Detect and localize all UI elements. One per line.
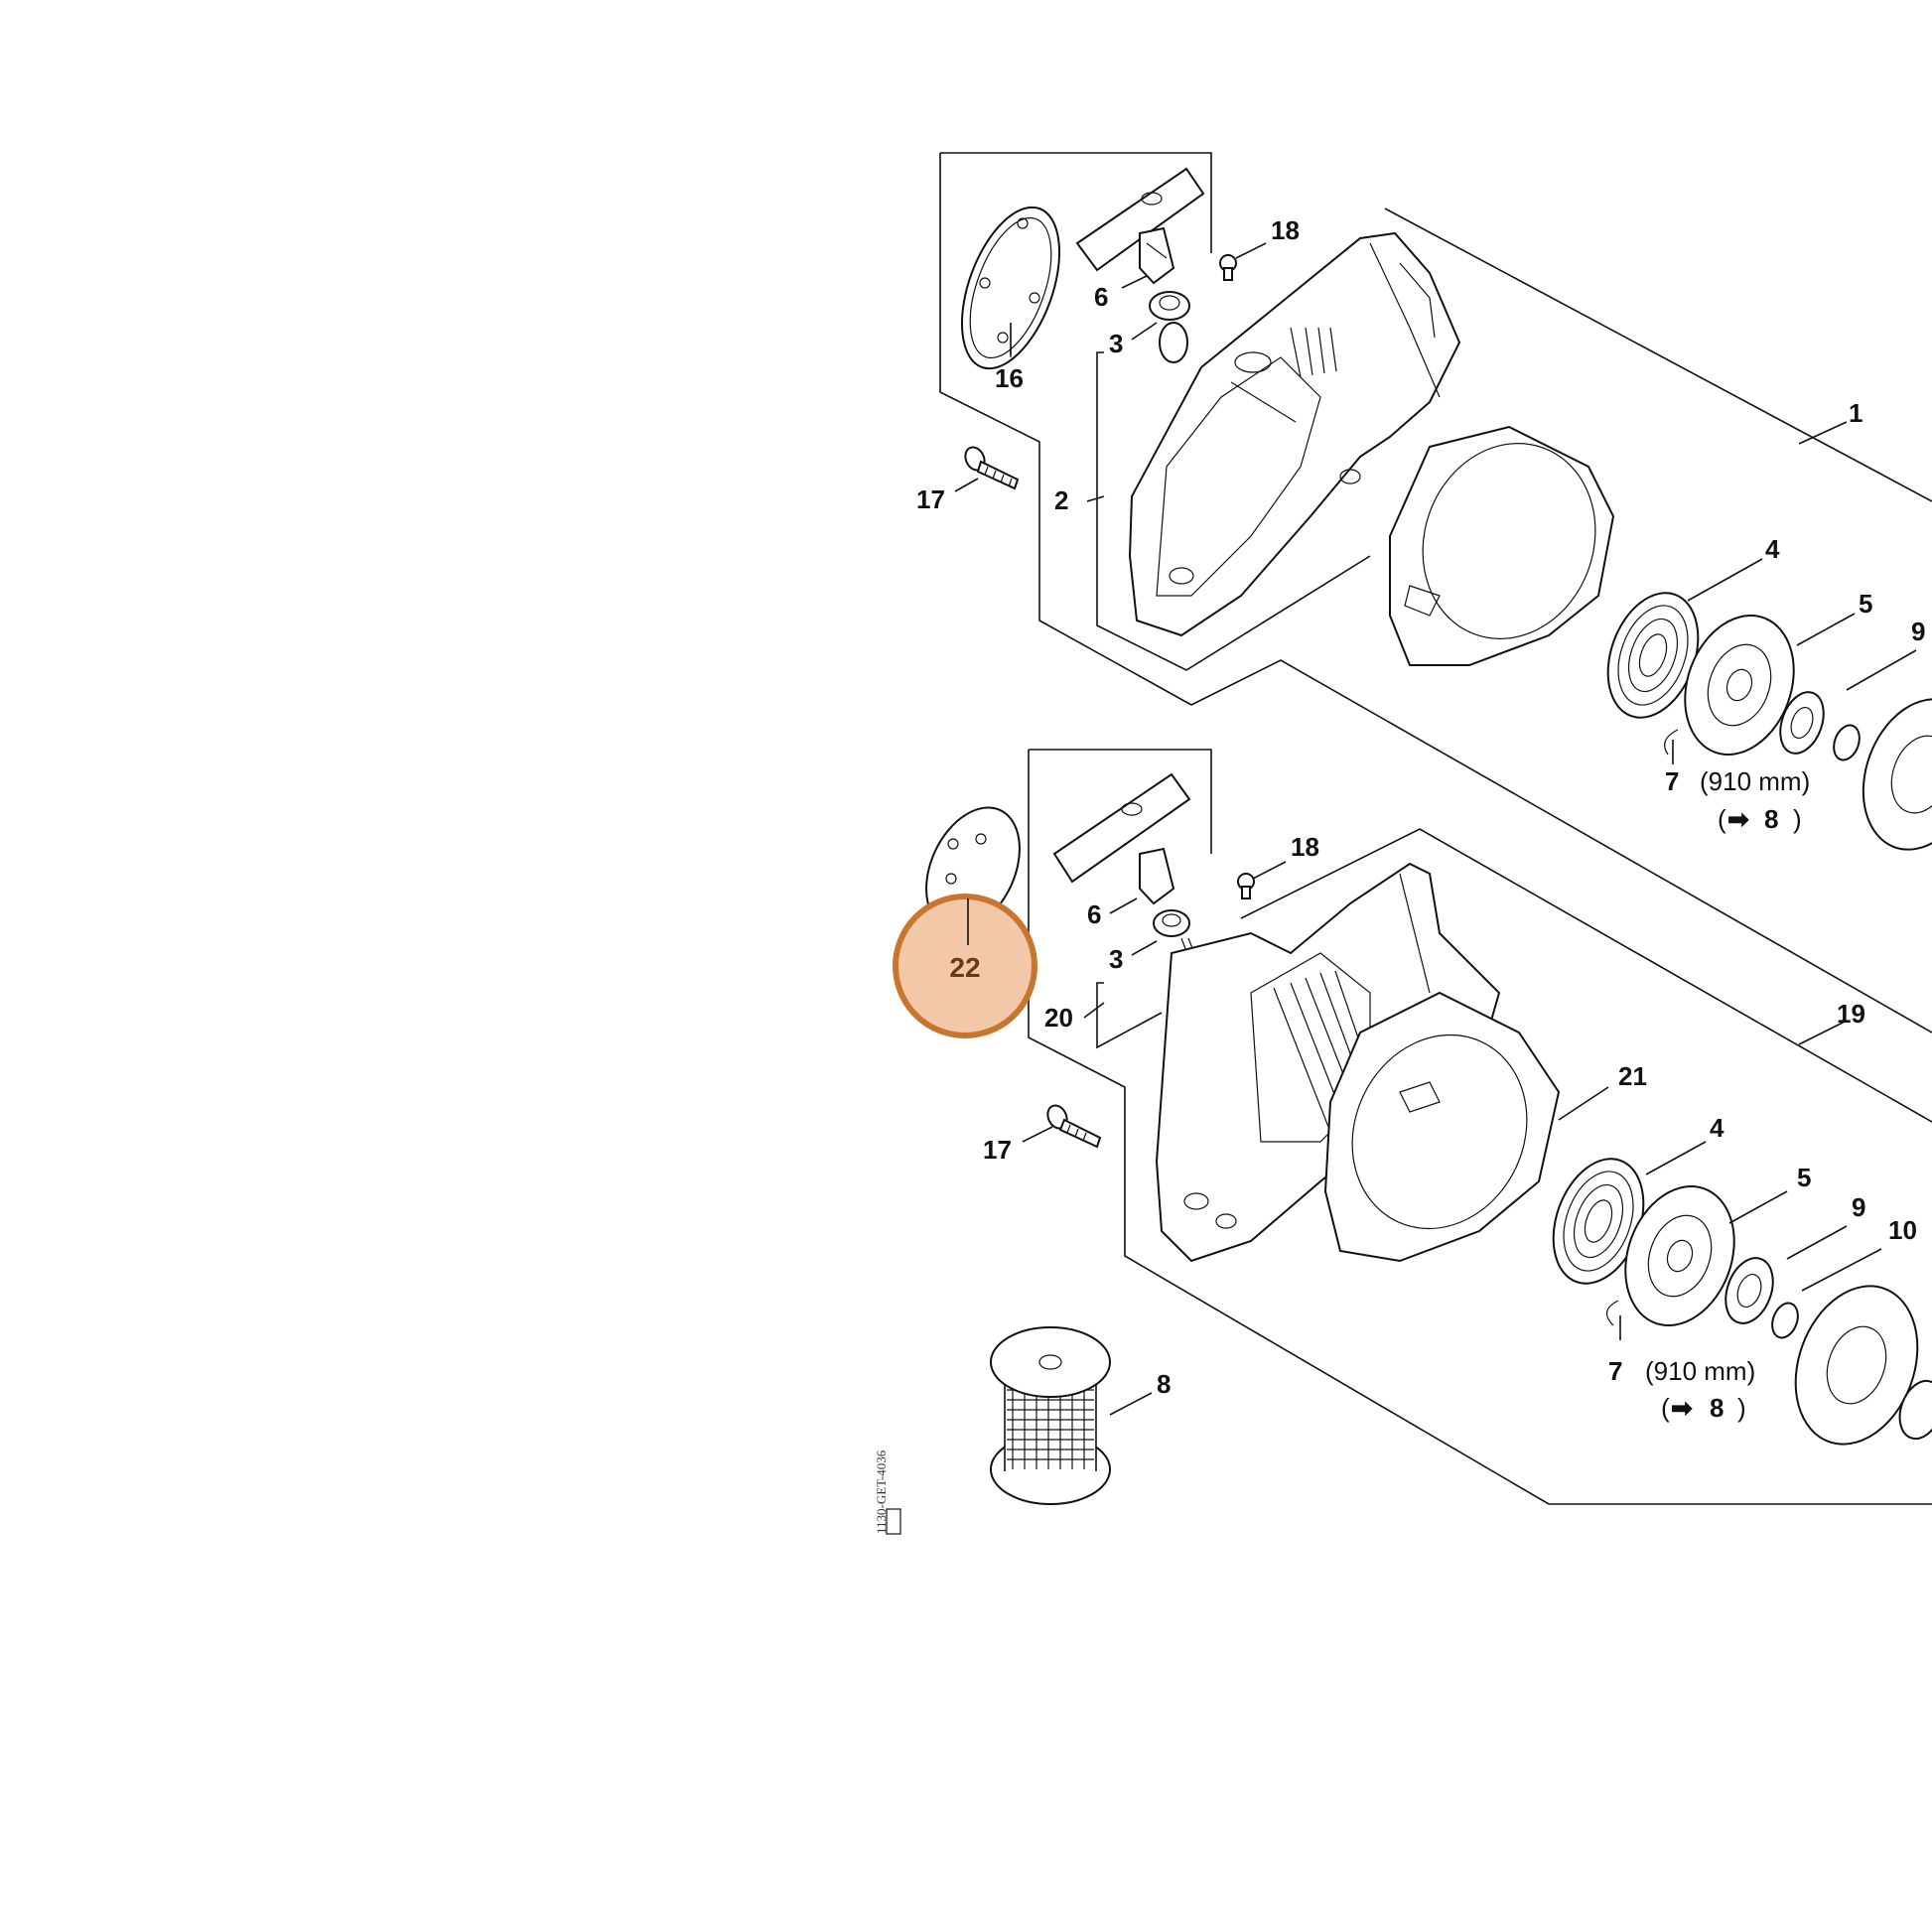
leader-5-upper xyxy=(1796,613,1856,646)
leader-6-lower xyxy=(1109,897,1138,914)
washer-part-10 xyxy=(1771,1302,1799,1339)
handle-part-6 xyxy=(1075,167,1205,285)
screw-part-18 xyxy=(1219,254,1237,281)
pawl-part-9 xyxy=(1779,691,1825,755)
callout-4-upper: 4 xyxy=(1765,534,1780,564)
ring-part-16 xyxy=(960,206,1061,370)
callout-2-upper: 2 xyxy=(1054,485,1068,515)
highlight-circle[interactable] xyxy=(893,894,1037,1038)
screw-part-17-lower xyxy=(1046,1104,1102,1149)
fan-cover-upper xyxy=(1389,425,1615,666)
callout-1-upper: 1 xyxy=(1849,398,1863,428)
leader-9-upper xyxy=(1846,649,1917,691)
pawl-part-9-lower xyxy=(1725,1257,1774,1324)
drawing-code: 1130-GET-4036 xyxy=(874,1449,889,1534)
callout-8-upper: 8 xyxy=(1764,804,1778,834)
leader-8-spool xyxy=(1109,1392,1153,1416)
fan-hub-lower xyxy=(1794,1285,1919,1446)
highlight-callout-22[interactable]: 22 xyxy=(893,894,1037,1038)
leader-4-upper xyxy=(1687,558,1763,602)
leader-18-lower xyxy=(1252,861,1287,880)
callout-18-upper: 18 xyxy=(1271,215,1300,245)
lower-inner-bracket xyxy=(1096,982,1163,1049)
callout-4-lower: 4 xyxy=(1710,1113,1725,1143)
callout-16-upper: 16 xyxy=(995,363,1024,393)
callout-18-lower: 18 xyxy=(1291,832,1319,862)
leader-3-upper xyxy=(1131,322,1158,341)
leader-20 xyxy=(1083,1002,1105,1019)
washer-upper xyxy=(1833,724,1861,761)
leader-9-lower xyxy=(1786,1225,1848,1260)
arrow-icon-upper: ➡ xyxy=(1727,804,1749,834)
callout-8-spool: 8 xyxy=(1157,1369,1171,1399)
callout-3-upper: 3 xyxy=(1109,329,1123,358)
leader-2-upper xyxy=(1086,495,1105,502)
callout-5-upper: 5 xyxy=(1859,589,1872,619)
leader-1-upper xyxy=(1798,421,1848,445)
callout-7-upper: 7 xyxy=(1665,766,1679,796)
rotor-part-5 xyxy=(1664,615,1795,756)
leader-18-upper xyxy=(1235,242,1267,259)
callout-17-lower: 17 xyxy=(983,1135,1012,1165)
callout-17-upper: 17 xyxy=(916,484,945,514)
screw-part-18-lower xyxy=(1237,873,1255,899)
svg-text:): ) xyxy=(1737,1393,1746,1423)
rope-spool-part-8: 8 xyxy=(990,1326,1171,1505)
leader-3-lower xyxy=(1131,940,1158,956)
callout-21: 21 xyxy=(1618,1061,1647,1091)
leader-10 xyxy=(1801,1248,1882,1292)
upper-inner-bracket xyxy=(1096,351,1371,671)
svg-text:(: ( xyxy=(1718,804,1726,834)
leader-5-lower xyxy=(1728,1190,1788,1224)
callout-10: 10 xyxy=(1888,1215,1917,1245)
spool-winding xyxy=(1007,1385,1094,1469)
callout-22: 22 xyxy=(949,952,980,983)
fan-hub-upper xyxy=(1862,698,1932,851)
lower-bracket-right xyxy=(1240,828,1932,1123)
arrow-icon-lower: ➡ xyxy=(1671,1393,1693,1423)
housing-part-2 xyxy=(1128,231,1461,637)
callout-9-upper: 9 xyxy=(1911,617,1925,646)
upper-bracket-outline xyxy=(940,152,1212,253)
callout-6-lower: 6 xyxy=(1087,899,1101,929)
fan-cover-part-21 xyxy=(1323,991,1561,1263)
rotor-part-5-lower xyxy=(1606,1185,1735,1326)
callout-8-lower: 8 xyxy=(1710,1393,1724,1423)
drawing-code-box xyxy=(886,1508,901,1535)
handle-part-6-lower xyxy=(1052,772,1191,905)
callout-20: 20 xyxy=(1044,1003,1073,1033)
leader-21 xyxy=(1558,1086,1609,1121)
leader-17-upper xyxy=(954,478,979,492)
leader-4-lower xyxy=(1645,1141,1707,1175)
callout-5-lower: 5 xyxy=(1797,1163,1811,1192)
lower-bracket-top xyxy=(1029,749,1212,854)
svg-text:): ) xyxy=(1793,804,1802,834)
upper-bracket-bottom xyxy=(1190,659,1932,1034)
callout-9-lower: 9 xyxy=(1852,1192,1865,1222)
upper-bracket-right xyxy=(1384,207,1932,502)
screw-part-17 xyxy=(964,446,1020,490)
callout-7-note-lower: (910 mm) xyxy=(1645,1356,1755,1386)
leader-17-lower xyxy=(1022,1126,1053,1143)
callout-3-lower: 3 xyxy=(1109,944,1123,974)
callout-19: 19 xyxy=(1837,999,1865,1029)
callout-6-upper: 6 xyxy=(1094,282,1108,312)
leader-19 xyxy=(1798,1020,1848,1045)
callout-7-lower: 7 xyxy=(1608,1356,1622,1386)
upper-bracket-left xyxy=(939,153,1192,706)
leader-6-upper xyxy=(1121,275,1148,289)
callout-7-note-upper: (910 mm) xyxy=(1700,766,1810,796)
upper-assembly: 1 2 3 4 5 6 7 (910 mm) ( ➡ 8 ) 9 16 17 1… xyxy=(916,152,1932,1034)
svg-text:(: ( xyxy=(1661,1393,1670,1423)
spring-part-4-lower xyxy=(1552,1158,1645,1285)
grommet-part-3 xyxy=(1149,291,1190,363)
